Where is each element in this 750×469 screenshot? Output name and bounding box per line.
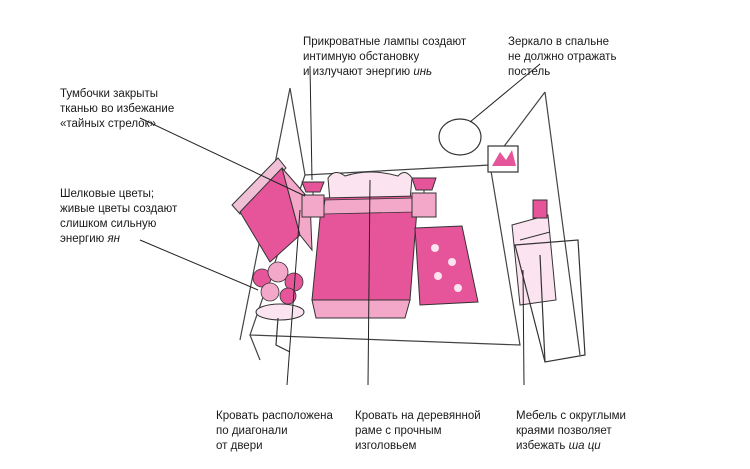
silk-flowers bbox=[252, 261, 305, 353]
callout-text: Прикроватные лампы создают интимную обст… bbox=[303, 36, 467, 78]
door bbox=[514, 239, 586, 363]
callout-text-italic: ян bbox=[107, 233, 120, 245]
callout-bed-frame: Кровать на деревянной раме с прочным изг… bbox=[355, 394, 481, 454]
mirror bbox=[438, 118, 482, 156]
rug bbox=[414, 225, 479, 306]
callout-lines bbox=[139, 63, 541, 386]
callout-text: Кровать на деревянной раме с прочным изг… bbox=[355, 410, 481, 452]
callout-bed-diagonal: Кровать расположена по диагонали от двер… bbox=[216, 394, 333, 454]
callout-flowers: Шелковые цветы; живые цветы создают слиш… bbox=[60, 172, 177, 247]
callout-lamps: Прикроватные лампы создают интимную обст… bbox=[303, 20, 466, 80]
nightstand-left bbox=[301, 181, 325, 218]
callout-nightstands: Тумбочки закрыты тканью во избежание «та… bbox=[60, 72, 174, 132]
bed bbox=[311, 171, 419, 319]
dresser bbox=[511, 199, 557, 306]
callout-text-italic: ша ци bbox=[568, 440, 601, 452]
callout-text: Тумбочки закрыты тканью во избежание «та… bbox=[60, 88, 175, 130]
callout-text: Шелковые цветы; живые цветы создают слиш… bbox=[60, 188, 178, 245]
callout-text-italic: инь bbox=[413, 66, 433, 78]
nightstand-right bbox=[411, 177, 437, 218]
wall-picture bbox=[487, 145, 519, 173]
callout-text: Зеркало в спальне не должно отражать пос… bbox=[508, 36, 617, 78]
callout-text: Кровать расположена по диагонали от двер… bbox=[216, 410, 333, 452]
callout-furniture: Мебель с округлыми краями позволяет избе… bbox=[516, 394, 626, 454]
curtain-window bbox=[231, 157, 313, 263]
callout-text: Мебель с округлыми краями позволяет избе… bbox=[516, 410, 626, 452]
callout-mirror: Зеркало в спальне не должно отражать пос… bbox=[508, 20, 616, 80]
